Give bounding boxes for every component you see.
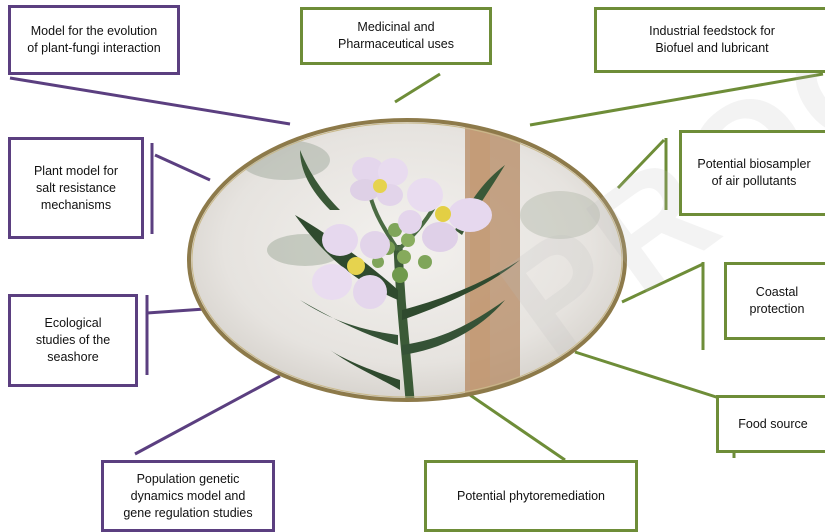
box-phytoremediation: Potential phytoremediation xyxy=(424,460,638,532)
connector-population xyxy=(134,374,281,456)
connector-food xyxy=(574,350,736,405)
box-label: Ecological studies of the seashore xyxy=(35,316,111,364)
box-label: Food source xyxy=(738,416,808,431)
box-plant-fungi: Model for the evolution of plant-fungi i… xyxy=(8,5,180,75)
connector-medicinal xyxy=(394,72,441,104)
connector-biosampler xyxy=(616,138,666,190)
box-food: Food source xyxy=(716,395,825,453)
box-label: Potential biosampler of air pollutants xyxy=(697,157,811,188)
box-industrial: Industrial feedstock for Biofuel and lub… xyxy=(594,7,825,73)
box-biosampler: Potential biosampler of air pollutants xyxy=(679,130,825,216)
box-label: Medicinal and Pharmaceutical uses xyxy=(337,20,455,51)
box-coastal: Coastal protection xyxy=(724,262,825,340)
box-label: Industrial feedstock for Biofuel and lub… xyxy=(649,24,775,55)
box-label: Population genetic dynamics model and ge… xyxy=(123,471,253,520)
box-label: Coastal protection xyxy=(749,285,805,316)
box-label: Model for the evolution of plant-fungi i… xyxy=(27,24,161,55)
connector-industrial xyxy=(529,72,824,127)
connector-salt xyxy=(154,153,211,182)
box-medicinal: Medicinal and Pharmaceutical uses xyxy=(300,7,492,65)
box-salt-resistance: Plant model for salt resistance mechanis… xyxy=(8,137,144,239)
box-label: Potential phytoremediation xyxy=(456,488,605,503)
connector-phytoremediation xyxy=(469,393,566,462)
connector-ecological xyxy=(146,307,206,315)
connector-lines xyxy=(9,72,824,462)
box-label: Plant model for salt resistance mechanis… xyxy=(33,163,119,212)
box-population: Population genetic dynamics model and ge… xyxy=(101,460,275,532)
box-ecological: Ecological studies of the seashore xyxy=(8,294,138,387)
connector-coastal xyxy=(621,262,704,304)
connector-plant-fungi xyxy=(9,76,291,126)
plant-photo xyxy=(187,118,627,402)
